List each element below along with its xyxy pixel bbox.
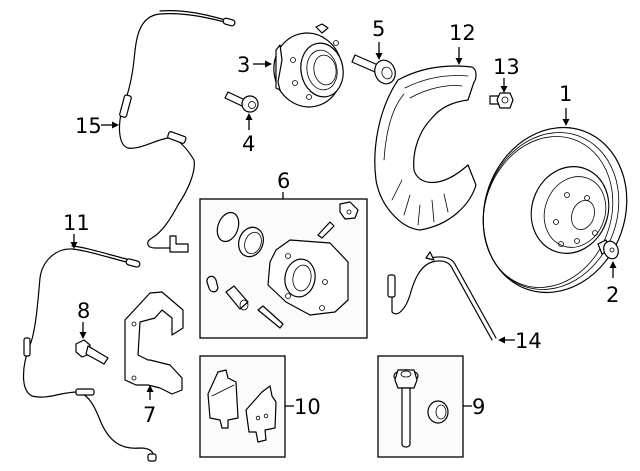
callout-14: 14 — [498, 329, 542, 353]
callout-6: 6 — [277, 169, 290, 199]
callout-5: 5 — [372, 17, 385, 60]
callout-label-14: 14 — [515, 329, 542, 353]
callout-label-11: 11 — [63, 211, 90, 235]
part-10-brake-pads[interactable] — [207, 369, 277, 443]
part-5-bolt[interactable] — [351, 54, 399, 87]
part-14-brake-hose[interactable] — [387, 251, 497, 341]
callout-15: 15 — [75, 114, 119, 138]
part-9-guide-bolt-kit[interactable] — [393, 369, 449, 448]
callout-label-1: 1 — [559, 82, 572, 106]
callout-4: 4 — [242, 113, 255, 156]
callout-label-7: 7 — [143, 403, 156, 427]
callout-9: 9 — [463, 395, 485, 419]
callout-13: 13 — [493, 55, 520, 93]
callout-11: 11 — [63, 211, 90, 249]
callout-label-6: 6 — [277, 169, 290, 193]
callout-label-4: 4 — [242, 132, 255, 156]
part-12-splash-shield[interactable] — [374, 65, 477, 231]
callout-3: 3 — [237, 53, 272, 77]
callout-12: 12 — [449, 21, 476, 65]
callout-label-8: 8 — [77, 299, 90, 323]
part-8-bracket-bolt[interactable] — [75, 339, 109, 365]
part-6-caliper-kit[interactable] — [206, 201, 359, 329]
part-11-wear-sensor[interactable] — [22, 245, 157, 462]
part-9-kit-box — [377, 355, 464, 458]
callout-label-5: 5 — [372, 17, 385, 41]
callout-label-2: 2 — [606, 283, 619, 307]
part-2-rotor-screw[interactable] — [597, 239, 621, 261]
callout-label-10: 10 — [294, 395, 321, 419]
callout-label-12: 12 — [449, 21, 476, 45]
part-1-brake-rotor[interactable] — [460, 107, 640, 313]
callout-label-13: 13 — [493, 55, 520, 79]
part-4-hub-bolt[interactable] — [224, 91, 259, 113]
callout-1: 1 — [559, 82, 572, 126]
part-3-hub-bearing[interactable] — [268, 23, 348, 112]
callout-7: 7 — [143, 385, 156, 427]
callout-label-3: 3 — [237, 53, 250, 77]
part-13-shield-bolt[interactable] — [489, 92, 514, 109]
callout-2: 2 — [606, 261, 619, 307]
callout-10: 10 — [285, 395, 321, 419]
callout-label-15: 15 — [75, 114, 102, 138]
part-15-abs-sensor[interactable] — [118, 10, 236, 253]
callout-8: 8 — [77, 299, 90, 339]
part-7-caliper-bracket[interactable] — [124, 291, 184, 395]
callout-label-9: 9 — [472, 395, 485, 419]
